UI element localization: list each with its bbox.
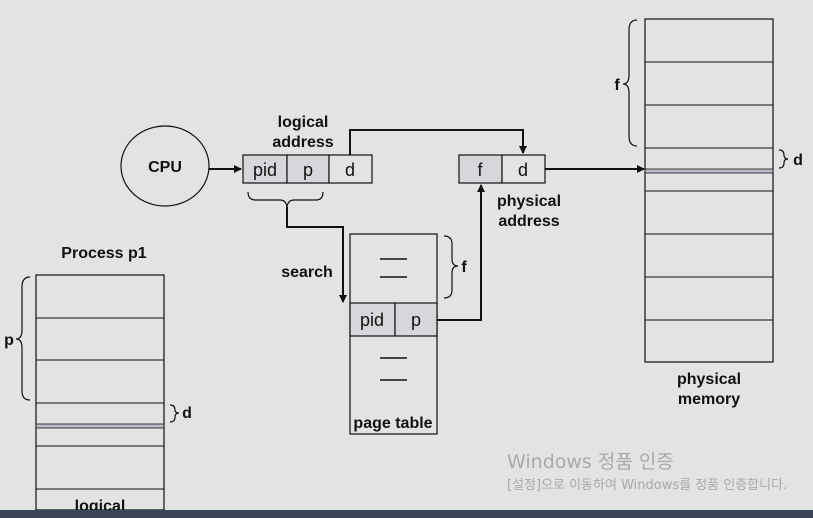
watermark-title: Windows 정품 인증 [507, 451, 674, 473]
process-logical-memory [35, 274, 165, 511]
page-table-label: page table [353, 415, 432, 432]
taskbar-strip [0, 510, 813, 518]
frame-lookup-arrow [437, 184, 485, 321]
page-table-f-label: f [461, 259, 467, 276]
cpu-label: CPU [148, 159, 182, 176]
memory-d-brace [778, 149, 789, 169]
logical-address-label-line2: address [272, 134, 333, 151]
search-arrow [286, 207, 347, 303]
page-table-f-brace [443, 235, 459, 299]
logical-d-cell: d [345, 160, 355, 180]
physical-address-register: f d [458, 154, 546, 184]
offset-forward-arrow [349, 129, 527, 155]
process-p-label: p [4, 332, 14, 349]
memory-f-brace [622, 19, 638, 147]
physical-memory [644, 18, 774, 363]
physical-f-cell: f [477, 160, 483, 180]
process-p-brace [15, 276, 31, 401]
logical-p-cell: p [303, 160, 313, 180]
cpu-node: CPU [120, 125, 210, 207]
physical-address-label-line2: address [498, 213, 559, 230]
process-d-label: d [182, 405, 192, 422]
memory-f-label: f [614, 77, 620, 94]
memory-d-label: d [793, 152, 803, 169]
page-table-pid-cell: pid [360, 310, 384, 330]
page-table: pid p [349, 233, 438, 435]
page-table-p-cell: p [411, 310, 421, 330]
watermark-subtitle: [설정]으로 이동하여 Windows를 정품 인증합니다. [507, 478, 787, 493]
logical-pid-cell: pid [253, 160, 277, 180]
logical-address-label-line1: logical [278, 114, 329, 131]
process-title: Process p1 [61, 245, 146, 262]
physical-d-cell: d [518, 160, 528, 180]
search-label: search [281, 264, 333, 281]
logical-address-register: pid p d [242, 154, 373, 184]
physical-address-label-line1: physical [497, 193, 561, 210]
physical-memory-label-line1: physical [677, 371, 741, 388]
pid-p-brace [247, 191, 324, 208]
process-d-brace [169, 404, 180, 423]
physical-memory-label-line2: memory [678, 391, 740, 408]
